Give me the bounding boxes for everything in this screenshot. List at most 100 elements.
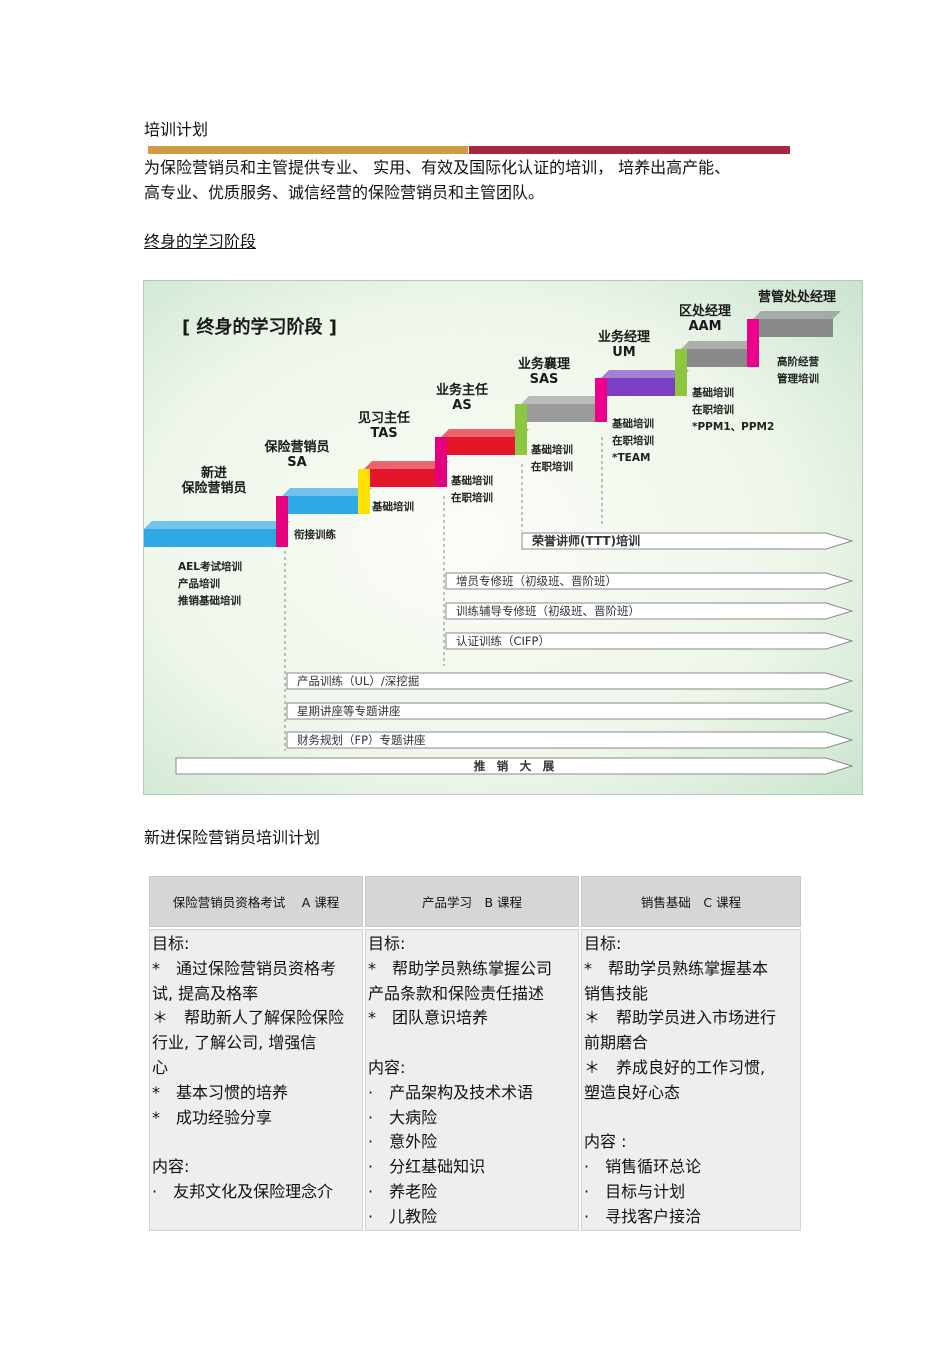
course-line: · 儿教险	[368, 1206, 438, 1226]
career-staircase	[144, 311, 841, 547]
course-line: * 基本习惯的培养	[152, 1082, 289, 1102]
page-title: 培训计划	[144, 120, 209, 139]
course-line: 心	[152, 1057, 169, 1077]
training-track-arrow	[286, 731, 854, 749]
step-tread	[521, 404, 601, 422]
training-track-arrow	[445, 572, 854, 590]
step-riser	[358, 469, 370, 514]
training-tracks: 荣誉讲师(TTT)培训增员专修班（初级班、晋阶班）训练辅导专修班（初级班、晋阶班…	[175, 532, 854, 775]
training-track-label: 训练辅导专修班（初级班、晋阶班）	[456, 604, 640, 618]
step-riser	[747, 319, 759, 367]
training-plan-table: 保险营销员资格考试 A 课程 产品学习 B 课程 销售基础 C 课程 目标:* …	[147, 874, 803, 1233]
step-tread-top	[282, 488, 372, 496]
step-tread-top	[364, 461, 449, 469]
step-tread-top	[441, 429, 529, 437]
plan-title: 新进保险营销员培训计划	[144, 828, 321, 847]
course-line: 目标:	[584, 934, 622, 953]
stage-training-note: 基础培训	[611, 417, 654, 430]
stage-title: TAS	[370, 426, 397, 441]
training-track-arrow	[175, 757, 854, 775]
table-row: 目标:* 通过保险营销员资格考试, 提高及格率＊ 帮助新人了解保险保险行业, 了…	[149, 929, 801, 1231]
header-course-b: 产品学习 B 课程	[365, 876, 579, 927]
step-tread	[681, 349, 753, 367]
step-tread-top	[681, 341, 761, 349]
stage-title: AS	[452, 398, 471, 413]
stage-training-note: *PPM1、PPM2	[692, 421, 774, 433]
step-riser	[435, 437, 447, 487]
stage-training-note: 基础培训	[371, 500, 414, 513]
stage-title: 业务经理	[598, 329, 650, 345]
stage-training-note: *TEAM	[612, 452, 650, 464]
training-track-label: 荣誉讲师(TTT)培训	[531, 533, 640, 548]
training-track-arrow	[445, 632, 854, 650]
step-tread-top	[521, 396, 609, 404]
title-divider-gold	[148, 146, 468, 154]
step-tread	[753, 319, 833, 337]
stage-labels: [ 终身的学习阶段 ]新进保险营销员保险营销员SA见习主任TAS业务主任AS业务…	[178, 289, 836, 607]
intro-paragraph-line-1: 为保险营销员和主管提供专业、 实用、有效及国际化认证的培训， 培养出高产能、	[144, 158, 731, 177]
course-b-content: 目标:* 帮助学员熟练掌握公司产品条款和保险责任描述* 团队意识培养内容:· 产…	[365, 929, 579, 1231]
stage-title: 区处经理	[679, 303, 731, 319]
course-line: 内容:	[368, 1057, 406, 1077]
step-tread	[282, 496, 364, 514]
step-tread	[364, 469, 441, 487]
course-line: ＊ 帮助学员进入市场进行	[584, 1008, 777, 1028]
dashed-guides	[284, 437, 603, 751]
training-track-label: 财务规划（FP）专题讲座	[297, 733, 426, 747]
course-line: 销售技能	[584, 983, 649, 1003]
course-line: * 帮助学员熟练掌握公司	[368, 958, 553, 978]
intro-paragraph-line-2: 高专业、优质服务、诚信经营的保险营销员和主管团队。	[144, 183, 545, 202]
stage-title: 业务襄理	[518, 356, 570, 372]
course-line: · 大病险	[368, 1107, 438, 1127]
step-tread	[601, 378, 681, 396]
stage-title: 新进	[201, 465, 227, 481]
stage-training-note: 推销基础培训	[178, 594, 241, 607]
course-line: · 寻找客户接洽	[584, 1206, 702, 1226]
step-tread-top	[601, 370, 689, 378]
training-track-label: 产品训练（UL）/深挖掘	[297, 674, 419, 688]
stage-title: SAS	[530, 372, 559, 387]
stage-training-note: 管理培训	[777, 372, 819, 385]
course-line: 目标:	[368, 934, 406, 953]
stage-training-note: 在职培训	[451, 491, 493, 504]
figure-heading: [ 终身的学习阶段 ]	[182, 316, 337, 338]
stage-title: 营管处处经理	[758, 289, 836, 305]
stage-title: 见习主任	[358, 410, 410, 426]
stage-training-note: 产品培训	[178, 577, 220, 590]
stage-title: UM	[612, 345, 636, 360]
course-line: · 目标与计划	[584, 1181, 686, 1201]
step-tread	[441, 437, 521, 455]
course-line: 内容:	[152, 1157, 190, 1177]
stage-title: AAM	[688, 319, 721, 334]
stage-training-note: 基础培训	[450, 474, 493, 487]
course-c-content: 目标: * 帮助学员熟练掌握基本销售技能 ＊ 帮助学员进入市场进行前期磨合 ＊ 养成良…	[581, 929, 801, 1231]
course-line: 行业, 了解公司, 增强信	[152, 1033, 317, 1053]
training-track-arrow	[286, 672, 854, 690]
step-riser	[595, 378, 607, 422]
course-line: * 帮助学员熟练掌握基本	[584, 958, 769, 978]
course-line: 产品条款和保险责任描述	[368, 983, 545, 1003]
course-line: 塑造良好心态	[584, 1082, 681, 1102]
stage-training-note: 衔接训练	[294, 528, 336, 541]
stage-title: SA	[287, 455, 306, 470]
step-tread-top	[144, 521, 290, 529]
course-line: 目标:	[152, 934, 190, 953]
stage-training-note: 高阶经营	[777, 355, 819, 368]
learning-stages-diagram: 荣誉讲师(TTT)培训增员专修班（初级班、晋阶班）训练辅导专修班（初级班、晋阶班…	[144, 281, 862, 794]
stage-training-note: 基础培训	[530, 443, 573, 456]
training-track-arrow	[445, 602, 854, 620]
course-line: · 养老险	[368, 1181, 438, 1201]
course-line: · 分红基础知识	[368, 1157, 486, 1177]
stage-title: 保险营销员	[180, 480, 246, 496]
course-line: 前期磨合	[584, 1033, 649, 1053]
stage-training-note: 在职培训	[531, 460, 573, 473]
stage-training-note: 在职培训	[692, 403, 734, 416]
course-line: * 团队意识培养	[368, 1008, 489, 1028]
course-line: * 成功经验分享	[152, 1107, 273, 1127]
course-line: · 友邦文化及保险理念介	[152, 1181, 334, 1201]
course-line: ＊ 养成良好的工作习惯,	[584, 1057, 766, 1077]
training-track-arrow	[286, 702, 854, 720]
spacer	[368, 1031, 576, 1056]
course-line: * 通过保险营销员资格考	[152, 958, 337, 978]
course-a-content: 目标:* 通过保险营销员资格考试, 提高及格率＊ 帮助新人了解保险保险行业, 了…	[149, 929, 363, 1231]
